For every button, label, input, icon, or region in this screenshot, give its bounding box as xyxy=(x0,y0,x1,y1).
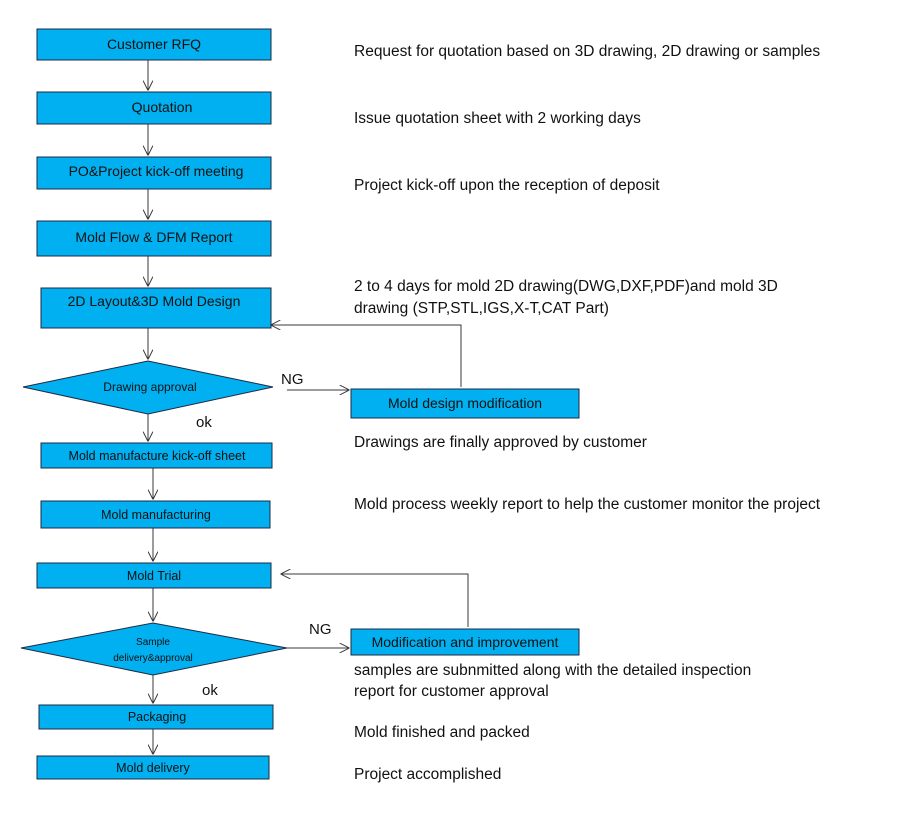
step-po-kickoff: PO&Project kick-off meeting xyxy=(36,156,272,190)
decision-sample-approval: Sample delivery&approval xyxy=(20,622,288,676)
description-rfq: Request for quotation based on 3D drawin… xyxy=(354,43,820,60)
description-samples-line1: samples are subnmitted along with the de… xyxy=(354,662,751,679)
step-manufacture-kickoff-label: Mold manufacture kick-off sheet xyxy=(69,449,246,463)
description-accomplished: Project accomplished xyxy=(354,766,501,783)
step-modification-improvement: Modification and improvement xyxy=(350,628,580,656)
decision-sample-approval-label-line2: delivery&approval xyxy=(113,653,193,664)
connectors xyxy=(148,60,469,754)
step-design-modification: Mold design modification xyxy=(350,388,580,419)
step-packaging: Packaging xyxy=(38,704,274,730)
decision-sample-approval-label-line1: Sample xyxy=(136,637,170,648)
step-quotation-label: Quotation xyxy=(132,99,193,115)
step-trial: Mold Trial xyxy=(36,562,272,589)
step-trial-label: Mold Trial xyxy=(127,569,181,583)
description-samples-line2: report for customer approval xyxy=(354,683,549,700)
description-kickoff: Project kick-off upon the reception of d… xyxy=(354,177,660,194)
decision-drawing-approval: Drawing approval xyxy=(22,360,274,415)
description-packed: Mold finished and packed xyxy=(354,724,530,741)
arrow-modification-back-to-design xyxy=(271,325,462,387)
step-manufacture-kickoff: Mold manufacture kick-off sheet xyxy=(40,442,273,469)
branch-label-ng-1: NG xyxy=(281,371,304,388)
step-delivery: Mold delivery xyxy=(36,755,270,780)
step-customer-rfq: Customer RFQ xyxy=(36,28,272,61)
arrow-improvement-back-to-trial xyxy=(281,574,469,627)
step-layout-design-label: 2D Layout&3D Mold Design xyxy=(68,293,241,309)
step-flow-dfm: Mold Flow & DFM Report xyxy=(36,220,272,257)
step-manufacturing-label: Mold manufacturing xyxy=(101,508,211,522)
step-design-modification-label: Mold design modification xyxy=(388,395,542,411)
step-manufacturing: Mold manufacturing xyxy=(40,500,271,529)
step-layout-design: 2D Layout&3D Mold Design xyxy=(40,287,272,329)
step-delivery-label: Mold delivery xyxy=(116,761,190,775)
step-po-kickoff-label: PO&Project kick-off meeting xyxy=(69,163,244,179)
description-design-line2: drawing (STP,STL,IGS,X-T,CAT Part) xyxy=(354,300,609,317)
step-customer-rfq-label: Customer RFQ xyxy=(107,36,201,52)
step-packaging-label: Packaging xyxy=(128,710,186,724)
branch-label-ok-1: ok xyxy=(196,414,212,431)
description-manufacturing: Mold process weekly report to help the c… xyxy=(354,496,821,513)
step-modification-improvement-label: Modification and improvement xyxy=(372,634,559,650)
description-approval: Drawings are finally approved by custome… xyxy=(354,434,647,451)
branch-label-ok-2: ok xyxy=(202,682,218,699)
branch-label-ng-2: NG xyxy=(309,621,332,638)
decision-drawing-approval-label: Drawing approval xyxy=(103,380,196,394)
description-design-line1: 2 to 4 days for mold 2D drawing(DWG,DXF,… xyxy=(354,278,778,295)
step-quotation: Quotation xyxy=(36,91,272,125)
step-flow-dfm-label: Mold Flow & DFM Report xyxy=(75,229,232,245)
description-quotation: Issue quotation sheet with 2 working day… xyxy=(354,110,641,127)
